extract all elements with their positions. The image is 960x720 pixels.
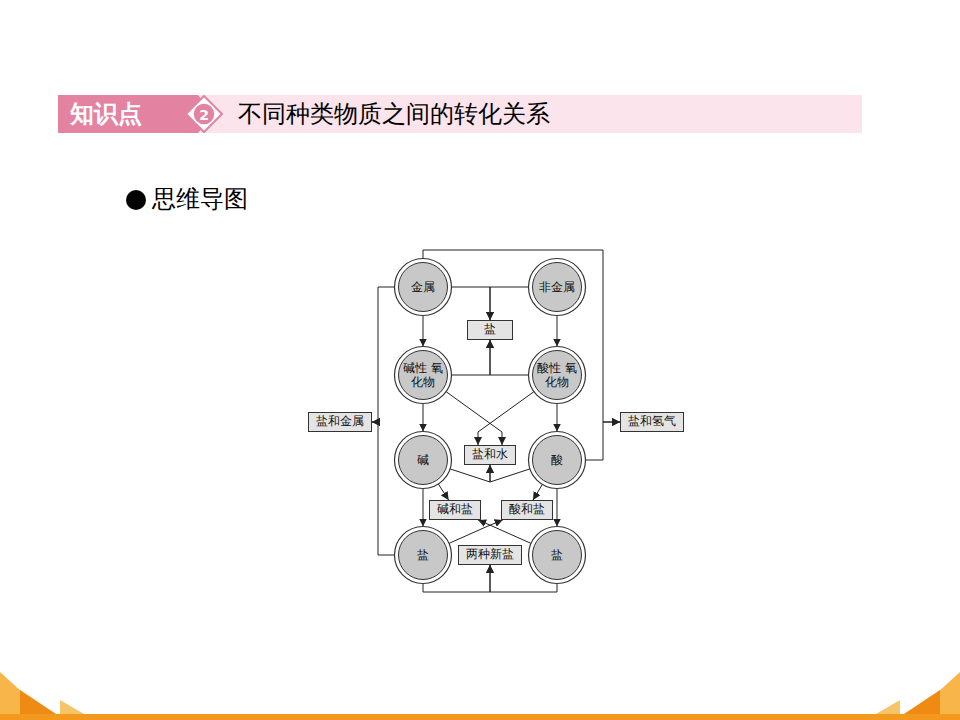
number-circle [193, 103, 215, 125]
connector-arrow [490, 287, 529, 320]
node-text: 酸和盐 [506, 501, 548, 517]
substance-circle: 盐 [393, 525, 453, 585]
node-text: 碱 [401, 453, 445, 467]
substance-circle: 非金属 [527, 257, 587, 317]
node-text: 碱性 氧化物 [401, 361, 445, 389]
connector-arrow [446, 392, 502, 445]
connector-arrow [438, 484, 448, 500]
bullet [126, 190, 146, 210]
number-diamond [186, 96, 222, 132]
header-tab [58, 95, 176, 133]
corner-triangle [60, 700, 84, 714]
connector-arrow [478, 392, 534, 445]
node-text: 盐 [535, 548, 579, 562]
corner-triangle [876, 700, 900, 714]
product-box: 两种新盐 [458, 545, 522, 565]
product-box: 酸和盐 [501, 500, 553, 520]
connector-arrow [423, 404, 424, 432]
connector-arrow [557, 489, 558, 527]
node-text: 盐 [401, 548, 445, 562]
node-text: 盐和金属 [313, 413, 367, 429]
node-text: 碱和盐 [434, 501, 476, 517]
substance-circle: 碱 [393, 430, 453, 490]
connector-arrow [490, 465, 530, 482]
bottom-bar [0, 714, 960, 720]
header-band [58, 95, 862, 133]
connector-arrow [490, 340, 529, 375]
connector-arrow [423, 489, 424, 527]
connector-arrow [478, 520, 531, 543]
connector-arrow [372, 287, 395, 422]
connector-arrow [586, 422, 621, 460]
node-text: 酸性 氧化物 [535, 361, 579, 389]
section-number: 2 [198, 104, 210, 126]
corner-triangle [20, 690, 56, 714]
node-text: 盐和氢气 [625, 413, 679, 429]
connector-arrow [449, 520, 503, 543]
product-box: 碱和盐 [429, 500, 481, 520]
connector-arrow [452, 287, 491, 320]
substance-circle: 金属 [393, 257, 453, 317]
node-text: 盐和水 [469, 446, 511, 462]
node-text: 酸 [535, 453, 579, 467]
section-tag: 知识点 [70, 98, 142, 130]
product-box: 盐和氢气 [620, 412, 684, 432]
corner-triangle [904, 690, 940, 714]
connector-arrow [450, 465, 490, 482]
node-text: 两种新盐 [463, 546, 517, 562]
connector-arrow [557, 404, 558, 432]
connector-arrow [533, 484, 542, 500]
product-box: 盐和水 [464, 445, 516, 465]
node-text: 金属 [401, 280, 445, 294]
substance-circle: 碱性 氧化物 [393, 345, 453, 405]
node-text: 非金属 [535, 280, 579, 294]
subheading: 思维导图 [152, 183, 248, 215]
substance-circle: 酸 [527, 430, 587, 490]
connector-arrow [452, 340, 491, 375]
product-box: 盐 [467, 320, 513, 340]
substance-circle: 盐 [527, 525, 587, 585]
connector-arrow [423, 316, 424, 347]
connector-arrow [372, 422, 395, 555]
substance-circle: 酸性 氧化物 [527, 345, 587, 405]
node-text: 盐 [472, 321, 508, 337]
product-box: 盐和金属 [308, 412, 372, 432]
slide-title: 不同种类物质之间的转化关系 [238, 97, 550, 131]
connector-arrow [557, 316, 558, 347]
